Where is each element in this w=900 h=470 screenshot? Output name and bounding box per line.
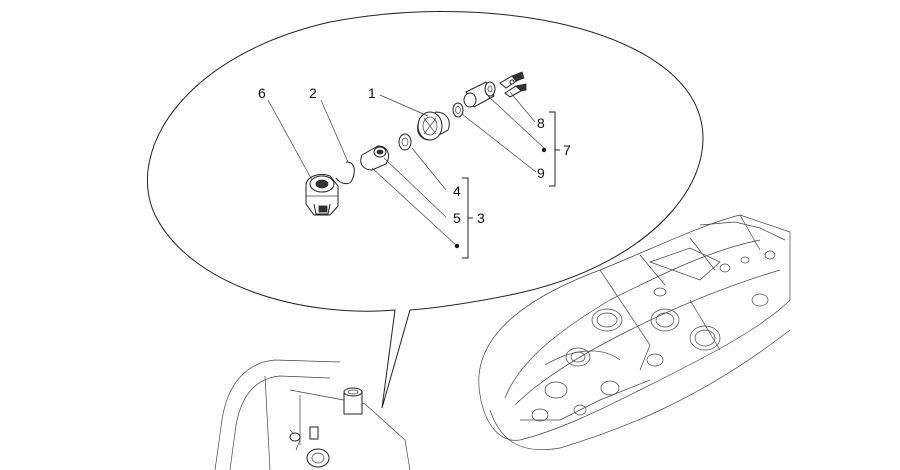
seat-lock-panel-inset xyxy=(214,359,411,470)
callout-7: 7 xyxy=(563,142,571,158)
group-7-bracket xyxy=(549,111,556,187)
part-1-lock-housing xyxy=(417,111,450,141)
part-6-lock-actuator xyxy=(305,173,339,216)
callout-4: 4 xyxy=(453,183,461,199)
callout-2: 2 xyxy=(309,85,317,101)
callout-6: 6 xyxy=(258,85,266,101)
scooter-rear-body xyxy=(478,214,791,450)
group-7-dot xyxy=(541,147,547,153)
part-2-spring-clip xyxy=(335,161,355,185)
part-5-cam-lever xyxy=(360,145,389,171)
callout-3: 3 xyxy=(477,210,485,226)
part-9-o-ring xyxy=(452,102,464,118)
part-4-washer xyxy=(398,133,412,151)
leader-lines xyxy=(267,91,545,247)
part-7-lock-barrel xyxy=(463,81,496,108)
part-8-keys xyxy=(499,71,527,98)
callout-5: 5 xyxy=(453,210,461,226)
callout-8: 8 xyxy=(537,115,545,131)
detail-zoom-bubble xyxy=(147,11,704,409)
callout-9: 9 xyxy=(537,165,545,181)
group-3-dot xyxy=(454,243,460,249)
callout-1: 1 xyxy=(368,85,376,101)
group-3-bracket xyxy=(462,177,469,259)
